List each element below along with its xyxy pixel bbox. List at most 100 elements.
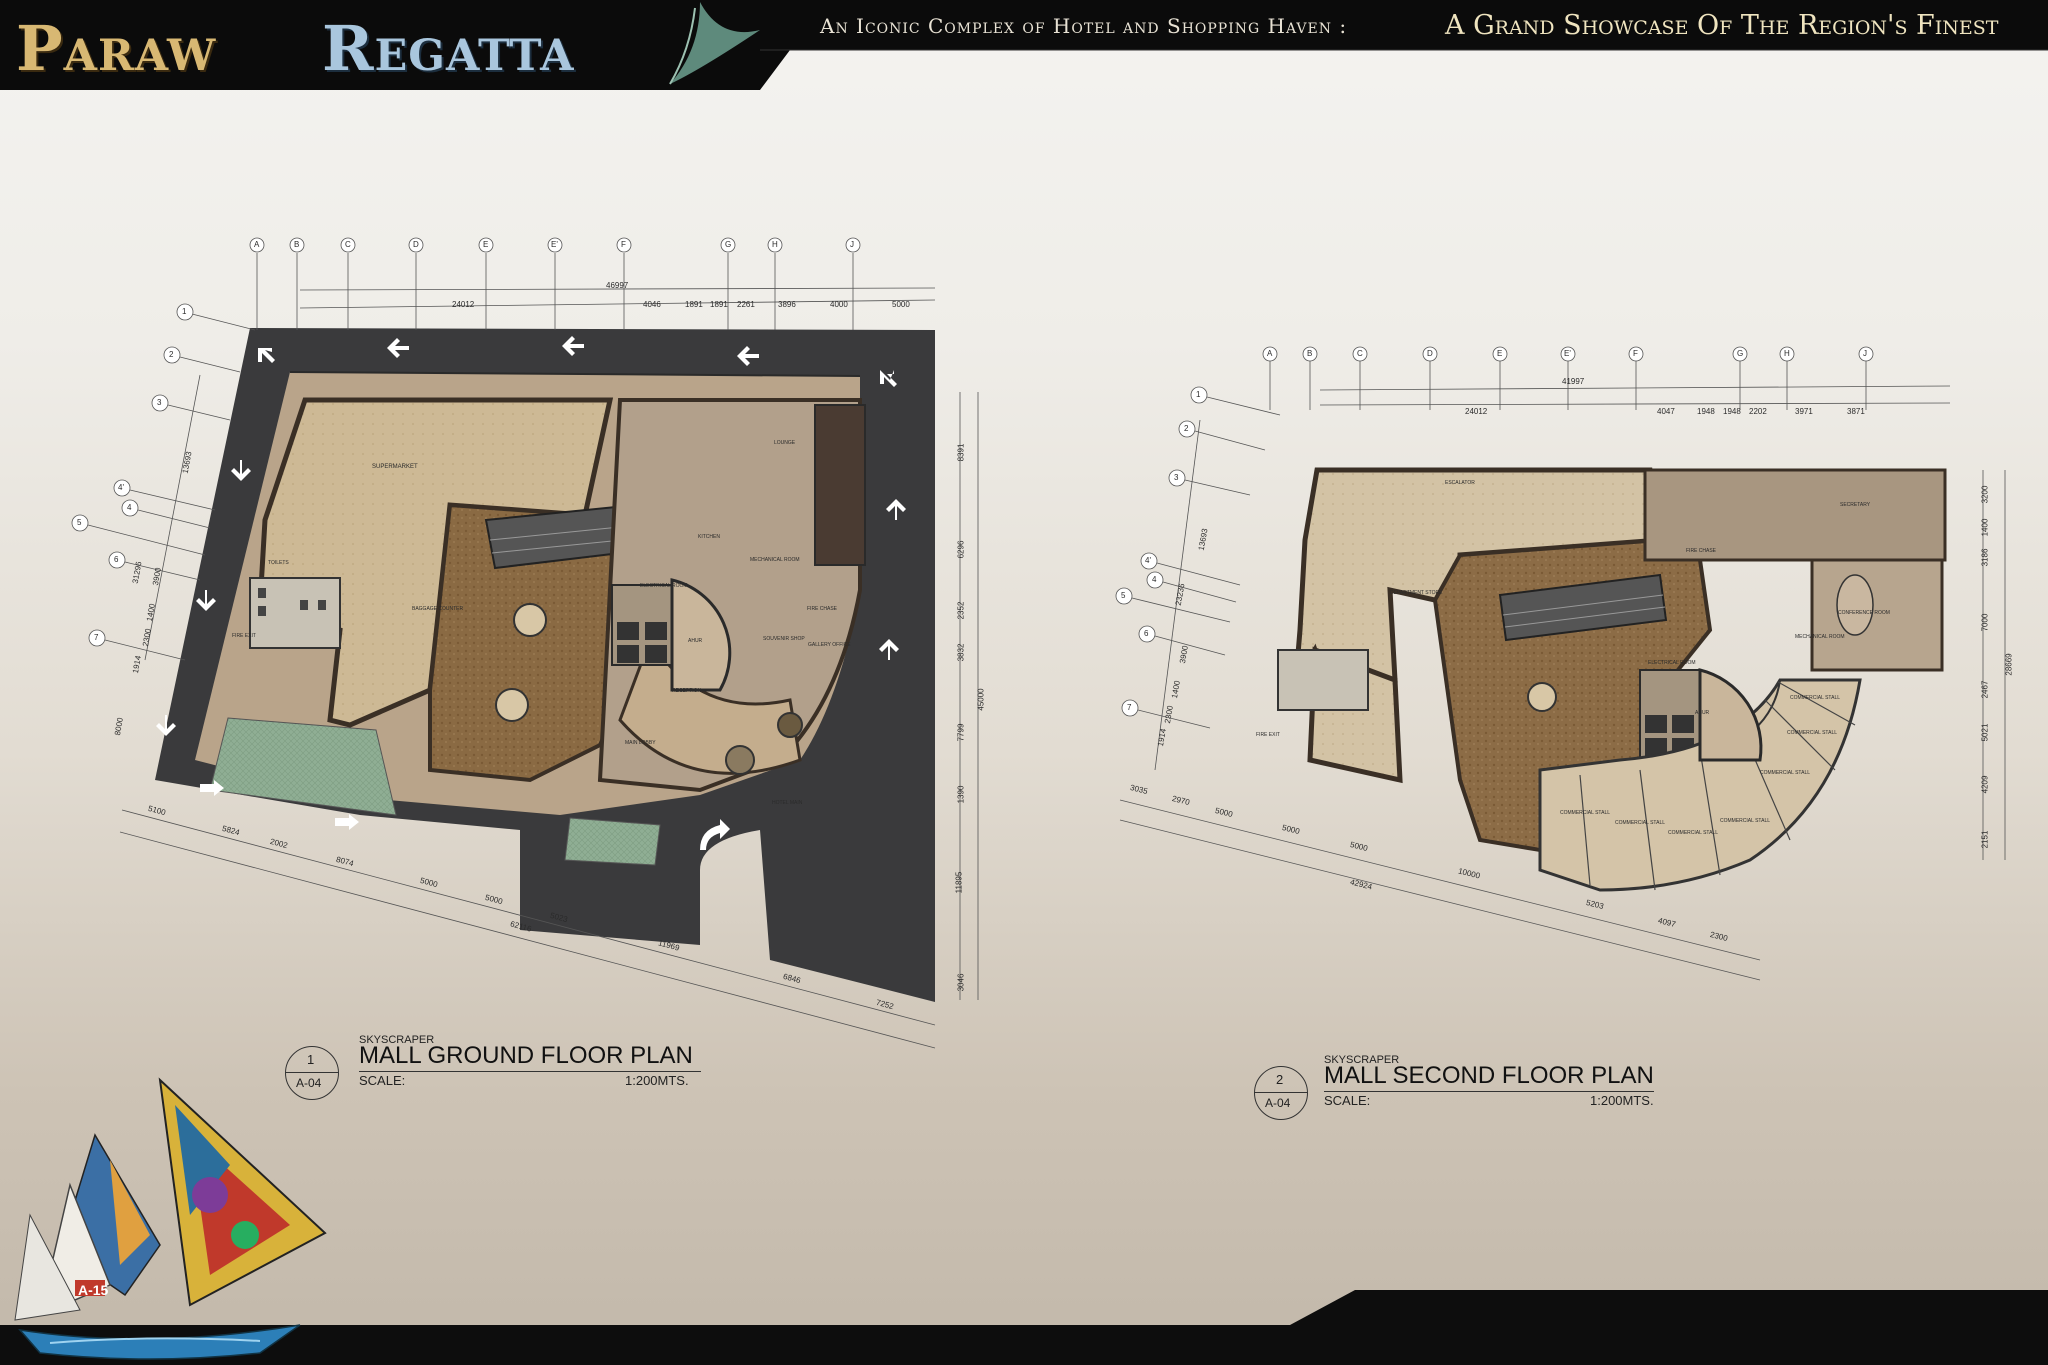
grid-number: 2 — [1184, 424, 1189, 433]
scale-label: SCALE: — [359, 1073, 406, 1088]
dim-top: 3871 — [1847, 407, 1865, 416]
grid-number: 3 — [157, 398, 162, 407]
room-label: COMMERCIAL STALL — [1615, 820, 1666, 826]
drawing-kicker: SKYSCRAPER — [1324, 1054, 1400, 1066]
room-label: ELECTRICAL ROOM — [1648, 660, 1696, 666]
dim-top: 4047 — [1657, 407, 1675, 416]
room-label: CONFERENCE ROOM — [1838, 610, 1890, 616]
dim-right: 1400 — [1980, 518, 1990, 537]
grid-letter: E — [483, 240, 489, 249]
dim-top: 2202 — [1749, 407, 1767, 416]
room-label: COMMERCIAL STALL — [1668, 830, 1719, 836]
room-label: SOUVENIR SHOP — [763, 636, 805, 642]
grid-letter: A — [254, 240, 260, 249]
grid-number: 2 — [169, 350, 174, 359]
room-label: ELECTRICAL ROOM — [640, 583, 688, 589]
room-label: RECEPTION — [672, 688, 702, 694]
room-label: FIRE EXIT — [1256, 732, 1280, 738]
room-label: HOTEL MAIN — [772, 800, 803, 806]
brand-word-1: Paraw — [16, 12, 217, 85]
room-label: LOUNGE — [774, 440, 796, 446]
room-label: COMMERCIAL STALL — [1790, 695, 1841, 701]
dim-top: 24012 — [1465, 407, 1488, 416]
dim-right: 3832 — [956, 643, 966, 662]
dim-top-total: 41997 — [1562, 377, 1585, 386]
dim-top: 24012 — [452, 300, 475, 309]
header-banner: Paraw Regatta An Iconic Complex of Hotel… — [0, 0, 2048, 90]
ground-floor-plan: A B C D E E' F G H J 1 2 3 4' 4 5 6 7 46… — [0, 0, 1000, 1100]
footer-band — [0, 1290, 2048, 1365]
dim-right: 3200 — [1980, 485, 1990, 504]
grid-letter: F — [621, 240, 626, 249]
dim-right: 8391 — [956, 443, 966, 462]
traffic-arrow-icons — [156, 336, 906, 850]
grid-letter: B — [294, 240, 300, 249]
room-label: MAIN LOBBY — [625, 740, 656, 746]
divider-line — [1254, 1092, 1307, 1093]
room-label: AHUR — [688, 638, 703, 644]
room-label: MECHANICAL ROOM — [750, 557, 800, 563]
grid-letter: D — [413, 240, 419, 249]
sail-badge: A-15 — [78, 1282, 109, 1298]
dim-right: 5021 — [1980, 723, 1990, 742]
dim-top: 3971 — [1795, 407, 1813, 416]
dim-right: 3186 — [1980, 548, 1990, 567]
grid-letter: C — [1357, 349, 1363, 358]
second-floor-title-block: 2 A-04 SKYSCRAPER MALL SECOND FLOOR PLAN… — [1254, 1054, 1704, 1120]
dim-right: 3046 — [956, 973, 966, 992]
grid-number: 6 — [114, 555, 119, 564]
room-label: DEPARTMENT STORE — [1390, 590, 1443, 596]
grid-letter: C — [345, 240, 351, 249]
grid-number: 5 — [77, 518, 82, 527]
dim-top: 1891 — [685, 300, 703, 309]
dim-top: 1948 — [1697, 407, 1715, 416]
grid-number: 7 — [1127, 703, 1132, 712]
drawing-number-circle — [285, 1046, 339, 1100]
drawing-number-circle — [1254, 1066, 1308, 1120]
grid-letter: F — [1633, 349, 1638, 358]
dim-top: 3896 — [778, 300, 796, 309]
dim-right: 1390 — [956, 785, 966, 804]
scale-value: 1:200MTS. — [625, 1073, 689, 1088]
room-label: COMMERCIAL STALL — [1760, 770, 1811, 776]
room-label: FIRE CHASE — [1686, 548, 1717, 554]
grid-letter: B — [1307, 349, 1313, 358]
dim-top-total: 46997 — [606, 281, 629, 290]
dim-right: 7799 — [956, 723, 966, 742]
room-label: GALLERY OFFICE — [808, 642, 851, 648]
grid-letter: G — [1737, 349, 1744, 358]
grid-letter: E — [1497, 349, 1503, 358]
dim-right: 7000 — [1980, 613, 1990, 632]
title-underline — [359, 1071, 701, 1072]
grid-number: 6 — [1144, 629, 1149, 638]
ground-floor-title-block: 1 A-04 SKYSCRAPER MALL GROUND FLOOR PLAN… — [285, 1034, 735, 1100]
dim-top: 4046 — [643, 300, 661, 309]
room-label: FIRE CHASE — [807, 606, 838, 612]
scale-value: 1:200MTS. — [1590, 1093, 1654, 1108]
drawing-number: 1 — [307, 1052, 315, 1067]
drawing-title: MALL GROUND FLOOR PLAN — [359, 1042, 693, 1069]
dim-top: 1948 — [1723, 407, 1741, 416]
grid-number: 4' — [1145, 556, 1151, 565]
room-label: COMMERCIAL STALL — [1560, 810, 1611, 816]
tagline: An Iconic Complex of Hotel and Shopping … — [820, 14, 1348, 38]
room-label: SUPERMARKET — [372, 464, 418, 470]
header-background — [0, 0, 2048, 90]
grid-number: 4 — [127, 503, 132, 512]
drawing-kicker: SKYSCRAPER — [359, 1034, 435, 1046]
grid-letter: H — [772, 240, 778, 249]
grid-number: 4' — [118, 483, 124, 492]
grid-letter: E' — [1564, 349, 1571, 358]
second-floor-plan: A B C D E E' F G H J 1 2 3 4' 4 5 6 7 41… — [1060, 330, 2048, 1030]
room-label: ESCALATOR — [1445, 480, 1475, 486]
dim-right-total: 28669 — [2004, 653, 2014, 676]
scale-label: SCALE: — [1324, 1093, 1371, 1108]
dim-right: 2352 — [956, 601, 966, 620]
grid-number: 4 — [1152, 575, 1157, 584]
dim-right: 4209 — [1980, 775, 1990, 794]
grid-number: 7 — [94, 633, 99, 642]
sheet-number: A-04 — [1265, 1096, 1291, 1110]
drawing-title: MALL SECOND FLOOR PLAN — [1324, 1062, 1654, 1089]
second-floor-drawing — [1115, 346, 2006, 981]
grid-letter: A — [1267, 349, 1273, 358]
